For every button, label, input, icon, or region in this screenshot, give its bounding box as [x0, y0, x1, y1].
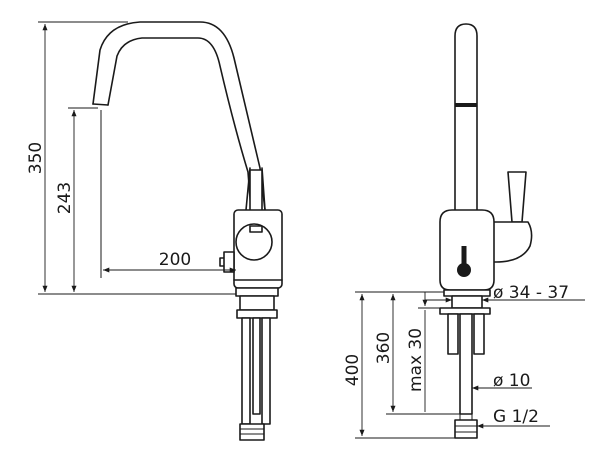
side-body: [439, 209, 495, 291]
side-mount-nut: [439, 307, 491, 315]
dim-label-total-height: 350: [26, 142, 46, 174]
side-base-plate: [443, 289, 491, 297]
front-mount-nut: [236, 309, 278, 319]
side-hose-left-upper: [447, 313, 459, 355]
spout-tip: [92, 103, 109, 106]
side-handle-lever: [507, 171, 527, 223]
dim-label-max-thickness: max 30: [406, 328, 426, 392]
front-shank-top: [239, 295, 275, 311]
front-base-plate: [235, 287, 279, 297]
front-side-button: [219, 251, 235, 273]
dim-label-hole-diameter: ø 34 - 37: [493, 283, 569, 303]
dim-label-connection-thread: G 1/2: [493, 407, 539, 427]
front-hose-right: [261, 317, 271, 425]
front-view: 350 243 200: [26, 21, 283, 441]
side-keyhole-circle: [457, 263, 471, 277]
side-hose-right-upper: [473, 313, 485, 355]
dim-label-hose-length: 400: [343, 354, 363, 386]
spout-inner: [107, 37, 252, 211]
dim-label-rod-diameter: ø 10: [493, 371, 530, 391]
front-hose-fitting: [239, 423, 265, 441]
side-view: ø 34 - 37 400 360 max 30 ø 10 G 1/2: [343, 23, 585, 439]
spout-outer: [92, 21, 266, 211]
side-keyhole-slot: [461, 246, 467, 268]
dim-label-spout-reach: 200: [159, 250, 191, 270]
side-handle-joint: [486, 221, 533, 263]
dim-label-rod-length: 360: [374, 332, 394, 364]
side-rod: [459, 313, 473, 415]
front-hose-left: [241, 317, 251, 425]
front-rod: [252, 317, 261, 415]
dim-label-spout-height: 243: [55, 182, 75, 214]
side-spout: [454, 23, 478, 213]
side-hose-fitting: [454, 419, 478, 439]
front-handle-knob: [235, 223, 273, 261]
side-shank-top: [451, 295, 483, 309]
front-handle-collar: [249, 225, 263, 233]
side-spout-band: [455, 103, 477, 107]
